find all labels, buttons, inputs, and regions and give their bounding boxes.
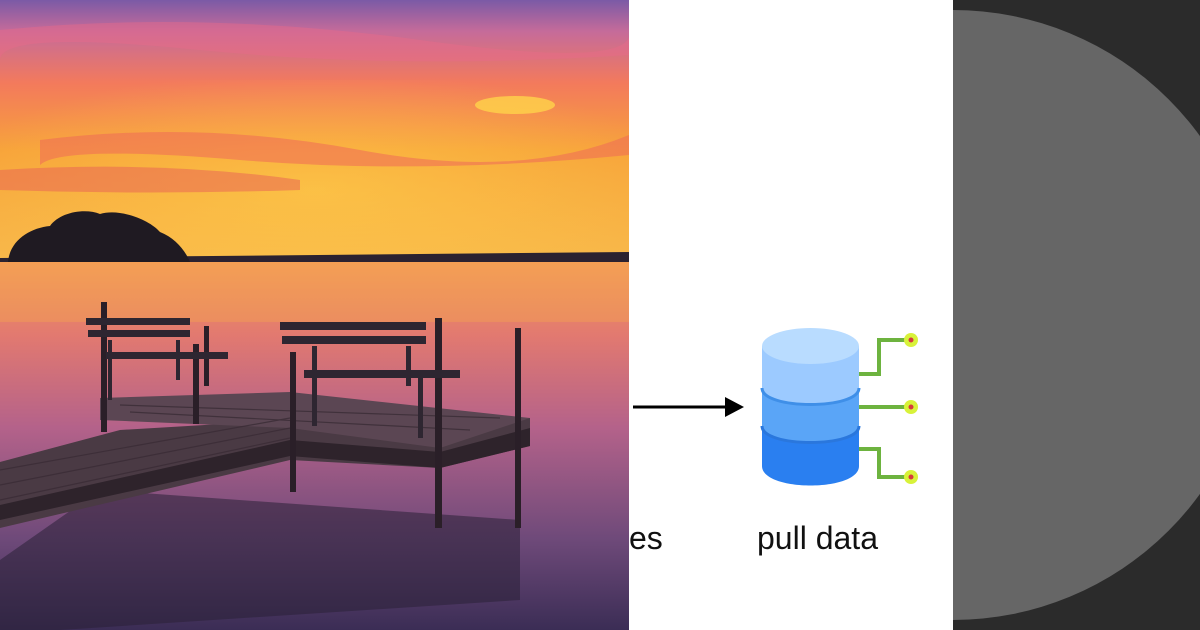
pull-data-label: pull data [757,520,878,556]
output-connectors [859,338,907,479]
sunset-dock-photo [0,0,629,630]
gray-circle-segment [953,10,1200,620]
database-icon [760,328,861,486]
diagram-graphics [633,328,918,486]
connector-ports [904,333,918,484]
diagram-panel: es pull data [629,0,953,630]
arrow-head-icon [725,397,744,417]
dark-panel [953,0,1200,630]
partial-node-label: es [629,520,663,556]
photo-illustration [0,0,629,630]
